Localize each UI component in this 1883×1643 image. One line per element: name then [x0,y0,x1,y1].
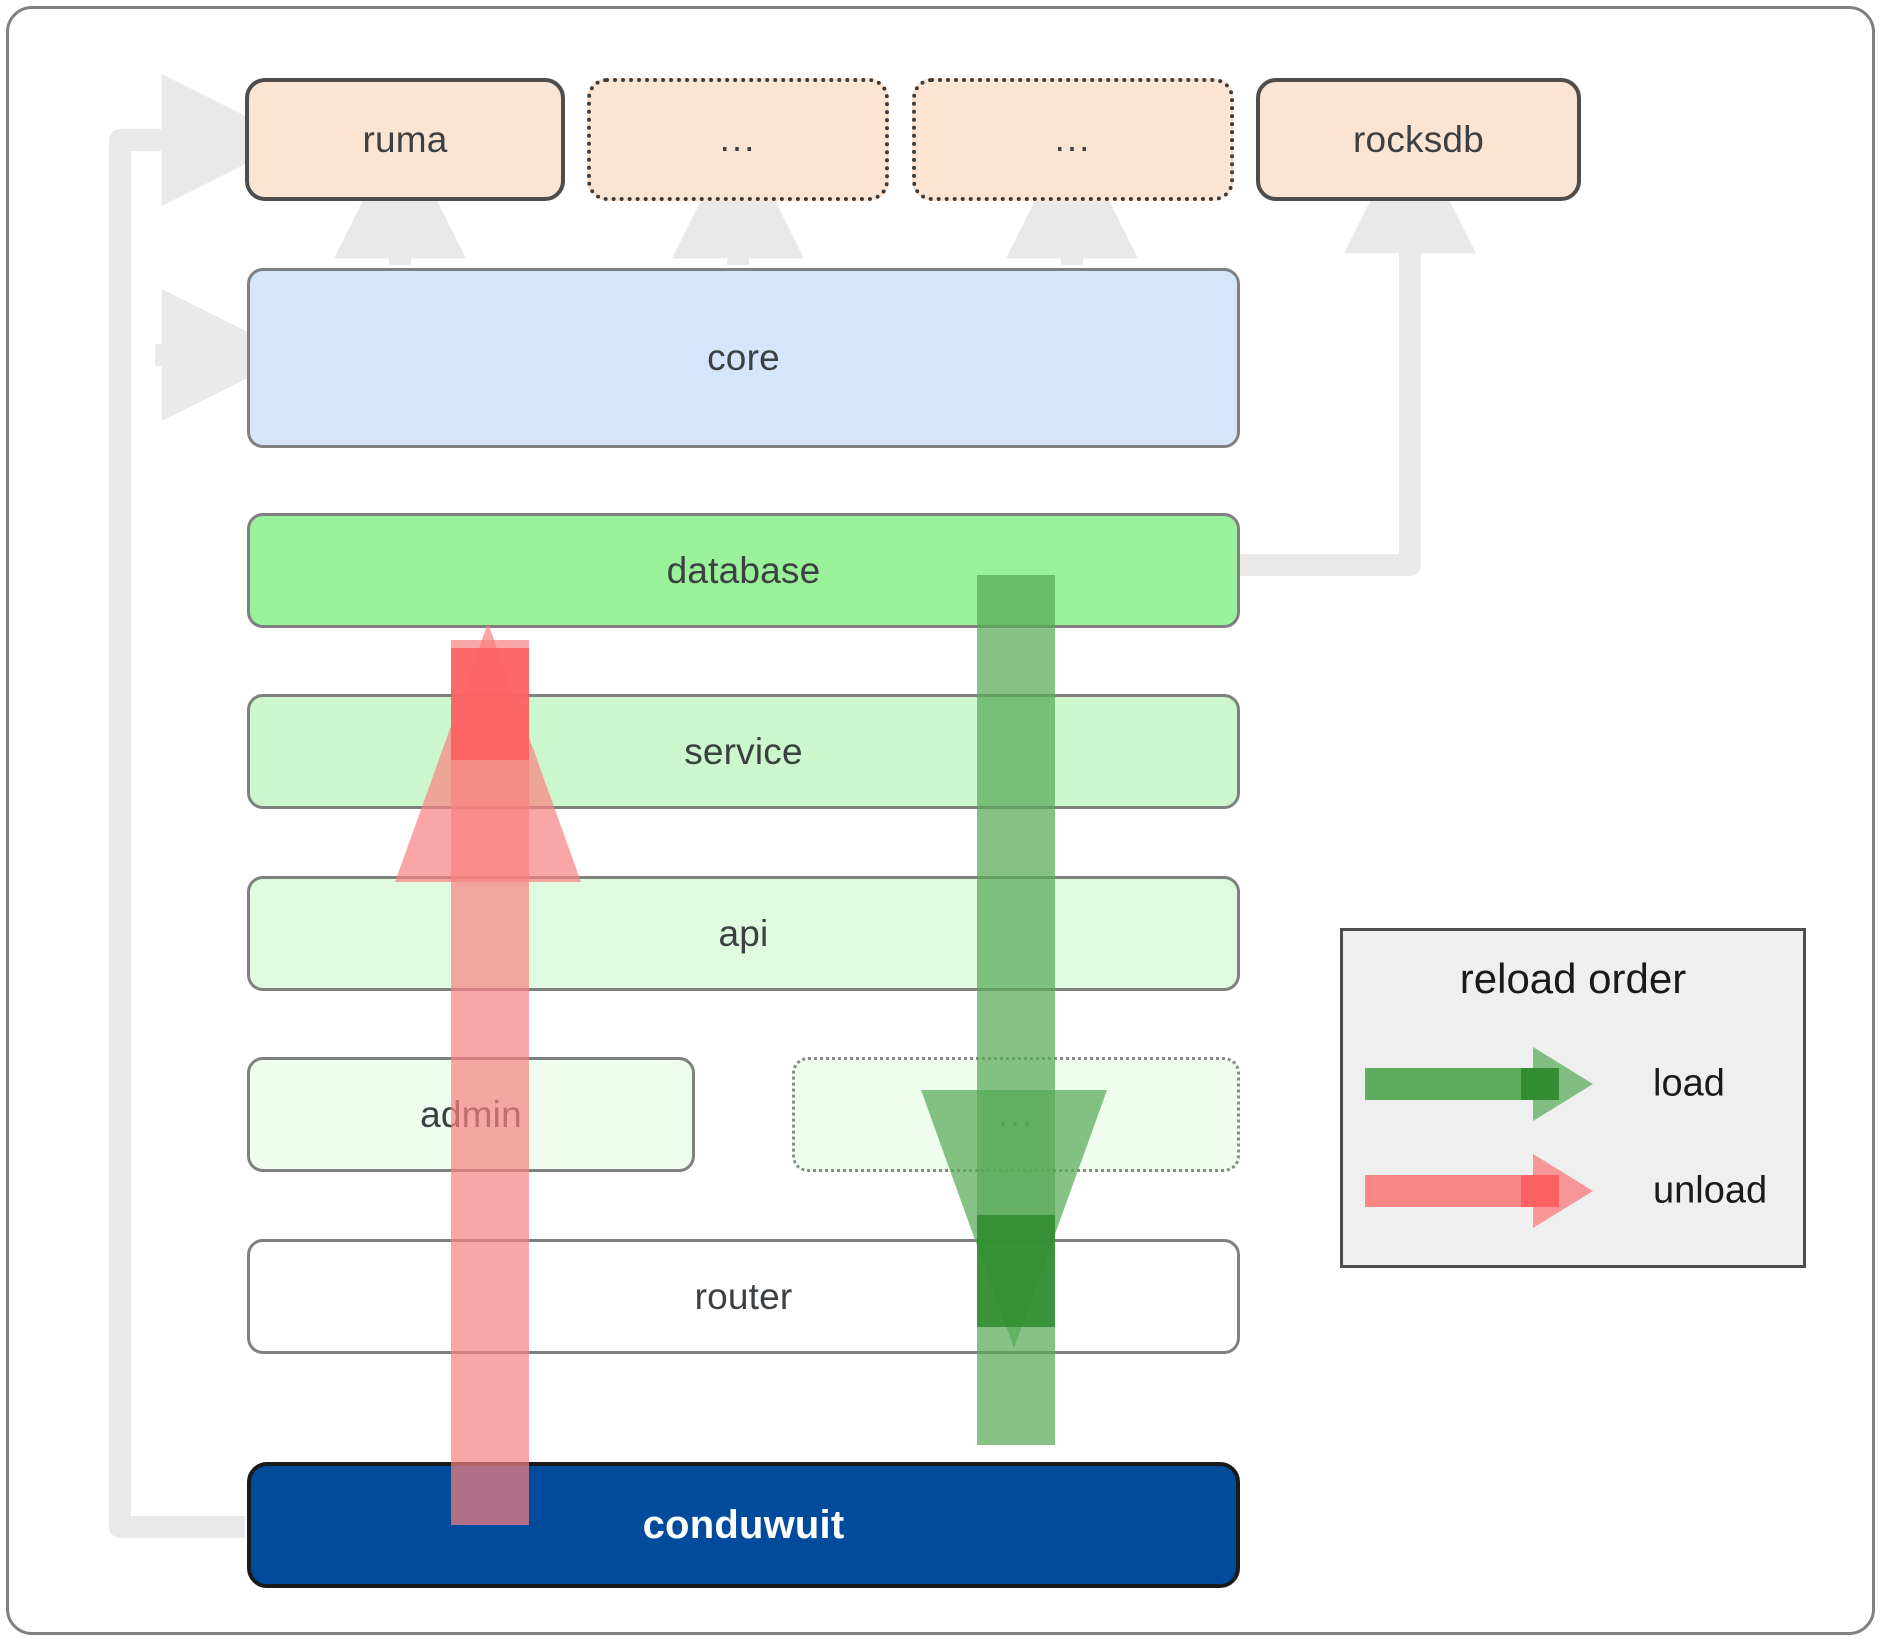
dependency-label: ... [1054,118,1092,160]
crate-label: database [666,549,821,591]
dependency-box-2[interactable]: ... [587,78,889,201]
crate-box-core[interactable]: core [247,268,1240,448]
legend-panel: reload order load unload [1340,928,1806,1268]
dependency-label: ruma [362,118,448,160]
legend-row-load: load [1343,1039,1803,1129]
crate-box-router[interactable]: router [247,1239,1240,1354]
dependency-box-rocksdb[interactable]: rocksdb [1256,78,1581,201]
dependency-label: ... [719,118,757,160]
crate-label: ... [997,1093,1035,1135]
crate-label: core [707,337,780,378]
legend-label: load [1653,1062,1725,1105]
legend-row-unload: unload [1343,1146,1803,1236]
dependency-box-ruma[interactable]: ruma [245,78,565,201]
crate-label: service [684,730,803,772]
legend-title: reload order [1459,955,1687,1002]
diagram-frame [6,6,1875,1635]
crate-box-api[interactable]: api [247,876,1240,991]
legend-load-arrow-icon [1365,1047,1593,1121]
binary-label: conduwuit [642,1502,845,1547]
crate-label: api [718,912,769,954]
crate-label: admin [420,1093,522,1135]
crate-box-database[interactable]: database [247,513,1240,628]
crate-box-service[interactable]: service [247,694,1240,809]
dependency-box-3[interactable]: ... [912,78,1234,201]
crate-label: router [694,1275,793,1317]
legend-unload-arrow-icon [1365,1154,1593,1228]
dependency-label: rocksdb [1353,118,1484,160]
legend-label: unload [1653,1169,1768,1212]
crate-box-admin[interactable]: admin [247,1057,695,1172]
crate-box-extra[interactable]: ... [792,1057,1240,1172]
binary-box-conduwuit[interactable]: conduwuit [247,1462,1240,1588]
